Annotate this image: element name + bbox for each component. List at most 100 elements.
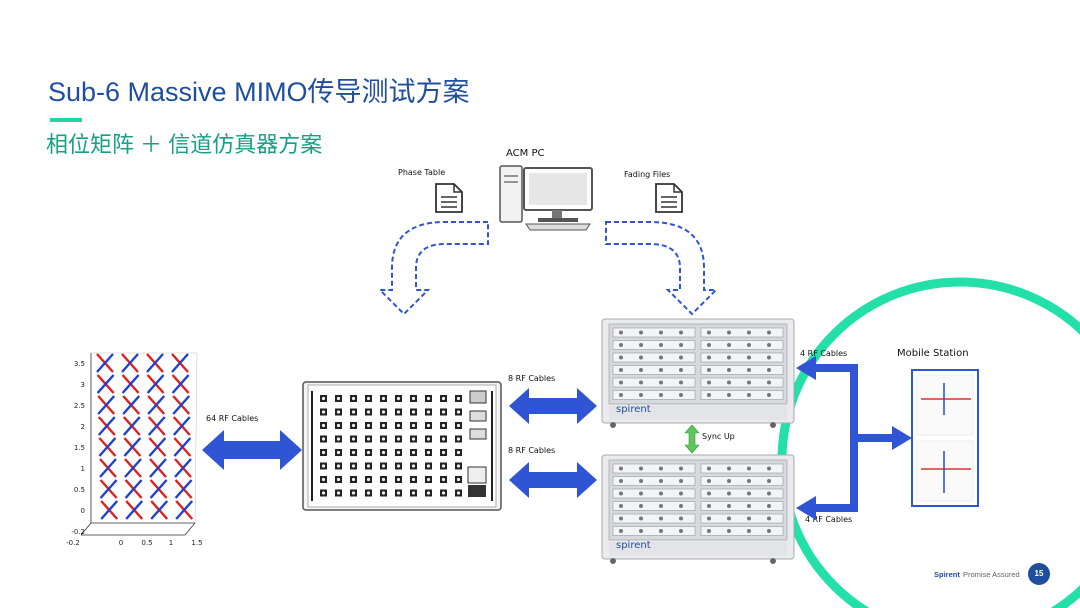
rf-connector (639, 343, 643, 347)
antenna-element (121, 353, 139, 373)
document-icon (655, 183, 683, 213)
y-tick-label: 0.5 (74, 486, 85, 494)
rf-connector (767, 479, 771, 483)
rf-connector (619, 491, 623, 496)
y-tick-label: 1 (81, 465, 85, 473)
rf-connector (639, 393, 643, 397)
slot-row (700, 377, 784, 388)
rf-port-center (321, 396, 326, 401)
rf-port-center (456, 423, 461, 428)
antenna-element (148, 437, 167, 457)
rf-port-center (441, 477, 446, 482)
rf4-top-label: 4 RF Cables (800, 349, 848, 358)
rf-connector (747, 504, 751, 508)
rf-port-center (351, 396, 356, 401)
channel-emulator-bottom (601, 454, 795, 564)
antenna-element (97, 395, 116, 415)
rf-connector (727, 529, 731, 533)
rf-connector (619, 380, 623, 385)
rf-port-center (396, 423, 401, 428)
rf-port-center (396, 396, 401, 401)
rf-port-center (321, 410, 326, 414)
antenna-element (98, 437, 117, 457)
rf-connector (767, 355, 771, 360)
rf-connector (747, 343, 751, 347)
slot-row (612, 390, 696, 400)
rf-connector (747, 529, 751, 533)
rf-connector (619, 330, 623, 335)
rf-connector (679, 491, 683, 496)
slot-row (612, 526, 696, 536)
phase-table-label: Phase Table (398, 168, 446, 177)
rf-connector (639, 479, 643, 483)
rf-port-center (396, 491, 401, 495)
slot-row (700, 365, 784, 375)
rf-port-center (396, 410, 401, 414)
rf-connector (679, 380, 683, 385)
antenna-element (174, 458, 192, 478)
slot-row (700, 501, 784, 511)
rf-connector (747, 393, 751, 397)
rf-connector (659, 355, 663, 360)
antenna-element (96, 374, 115, 394)
rf-connector (727, 380, 731, 385)
rf-connector (679, 516, 683, 521)
antenna-element (99, 458, 117, 478)
antenna-element (171, 353, 189, 373)
rf-port-center (351, 464, 356, 468)
rf-connector (747, 516, 751, 521)
rf-connector (659, 504, 663, 508)
antenna-element (172, 395, 191, 415)
rf-connector (707, 343, 711, 347)
y-tick-label: 0 (81, 507, 85, 515)
rf-port-center (411, 410, 416, 414)
rf-port-center (426, 491, 431, 495)
slide-subtitle: 相位矩阵 ＋ 信道仿真器方案 (46, 132, 323, 157)
slot-row (700, 526, 784, 536)
antenna-element (123, 437, 142, 457)
rf-port-center (351, 450, 356, 455)
rf-connector (747, 355, 751, 360)
antenna-element (171, 374, 190, 394)
double-arrow-rf8-top (509, 388, 597, 424)
rf-connector (727, 355, 731, 360)
rf-port-center (336, 477, 341, 482)
rf-connector (679, 355, 683, 360)
rf-connector (679, 343, 683, 347)
rf8-bottom-label: 8 RF Cables (508, 446, 556, 455)
rf-connector (747, 380, 751, 385)
phase-matrix-unit (302, 381, 502, 511)
rf-port-center (411, 464, 416, 468)
antenna-element (147, 395, 166, 415)
rf-port-center (456, 437, 461, 441)
rf-port-center (456, 464, 461, 468)
rf-connector (639, 491, 643, 496)
rf-port-center (411, 450, 416, 455)
rf-port-center (336, 423, 341, 428)
rf-connector (639, 529, 643, 533)
rf-connector (767, 393, 771, 397)
antenna-element (122, 416, 141, 436)
rf-connector (619, 343, 623, 347)
rf-connector (659, 368, 663, 372)
rf-port-center (366, 410, 371, 414)
rf-connector (767, 504, 771, 508)
rf-port-center (426, 450, 431, 455)
rf-connector (767, 368, 771, 372)
rf-port-center (366, 437, 371, 441)
rf-port-center (411, 396, 416, 401)
x-tick-label: 1.5 (191, 539, 202, 547)
computer-icon (499, 165, 593, 231)
rf-connector (727, 479, 731, 483)
rf-port-center (336, 396, 341, 401)
y-tick-label: -0.2 (71, 528, 85, 536)
rf-connector (619, 466, 623, 471)
rf-port-center (426, 410, 431, 414)
antenna-element (147, 416, 166, 436)
rf-connector (619, 529, 623, 533)
antenna-element (100, 500, 119, 520)
slot-row (700, 463, 784, 474)
rf-connector (767, 466, 771, 471)
